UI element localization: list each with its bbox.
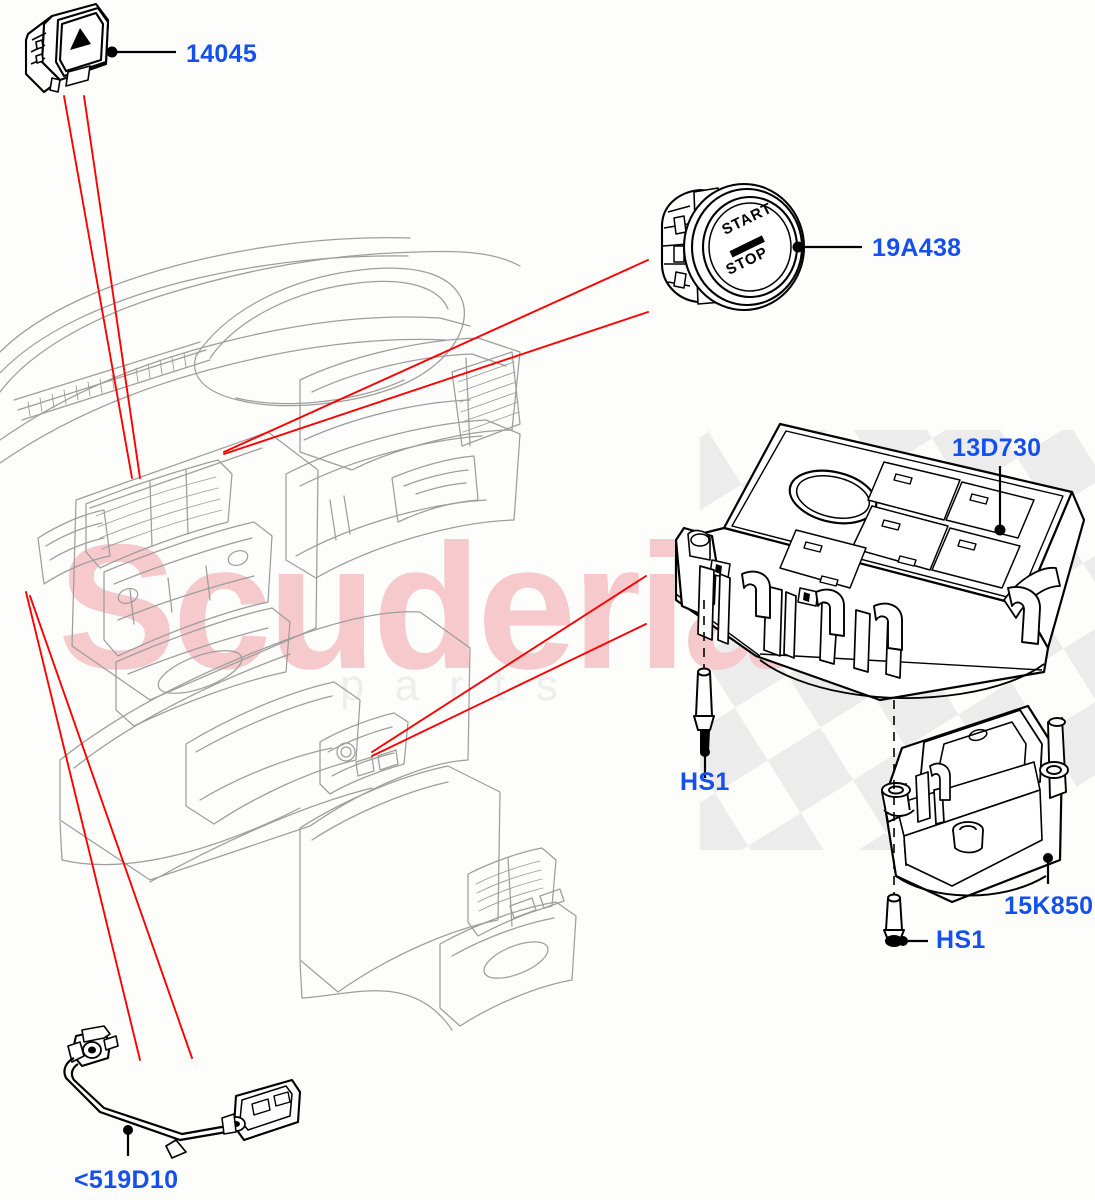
callout-line-13D730	[994, 466, 1006, 536]
callout-line-HS1-lower	[898, 936, 928, 946]
callout-HS1-lower[interactable]: HS1	[936, 926, 986, 954]
leader-harness-b	[29, 595, 193, 1059]
part-hazard-switch[interactable]	[24, 2, 110, 94]
watermark-brand: Scuderia	[58, 507, 784, 706]
part-bolt-lower[interactable]	[883, 700, 905, 947]
callout-line-14045	[106, 46, 176, 58]
callout-HS1-upper[interactable]: HS1	[680, 768, 730, 796]
callout-15K850[interactable]: 15K850	[1004, 892, 1094, 920]
part-selector-housing[interactable]	[881, 704, 1069, 904]
callout-19A438[interactable]: 19A438	[872, 234, 962, 262]
callout-13D730[interactable]: 13D730	[952, 434, 1042, 462]
leader-startstop-a	[223, 259, 649, 453]
callout-line-519D10	[123, 1125, 133, 1156]
leader-startstop-b	[223, 311, 649, 455]
callout-line-19A438	[792, 241, 862, 253]
part-wiring-harness[interactable]	[63, 1025, 302, 1159]
leader-hazard-a	[63, 95, 133, 479]
callout-14045[interactable]: 14045	[186, 40, 258, 68]
callout-line-15K850	[1043, 853, 1053, 884]
leader-harness-a	[25, 591, 141, 1061]
part-gear-selector-module[interactable]	[674, 422, 1086, 702]
leader-hazard-b	[83, 95, 141, 479]
leader-selector-b	[371, 623, 647, 757]
callout-519D10[interactable]: <519D10	[74, 1166, 179, 1194]
part-start-stop-switch[interactable]: START STOP	[660, 182, 806, 312]
callout-line-HS1-upper	[700, 747, 710, 778]
leader-selector-a	[371, 575, 647, 753]
